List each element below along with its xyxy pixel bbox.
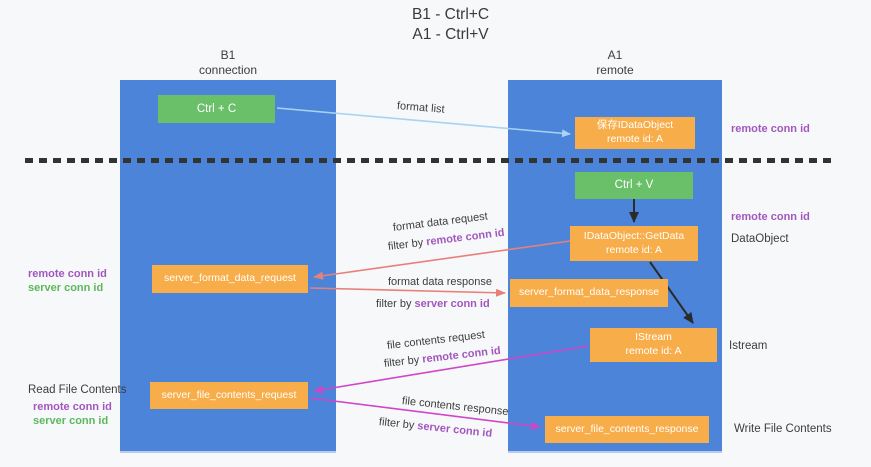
right-remote-conn-id-label-2: remote conn id bbox=[731, 211, 810, 223]
server-format-data-response-box: server_format_data_response bbox=[510, 279, 668, 307]
server-file-contents-request-box: server_file_contents_request bbox=[150, 382, 308, 409]
left-remote-conn-id-label-2: remote conn id bbox=[33, 401, 112, 413]
box-line: IDataObject::GetData bbox=[583, 229, 685, 242]
left-remote-conn-id-label: remote conn id bbox=[28, 268, 107, 280]
lane-b1-title: B1 bbox=[220, 48, 236, 62]
format-data-response-label: format data response bbox=[388, 276, 492, 288]
server-file-contents-response-box: server_file_contents_response bbox=[545, 416, 709, 443]
getdata-to-istream-arrow bbox=[649, 261, 694, 324]
read-file-contents-label: Read File Contents bbox=[28, 384, 127, 396]
box-line: 保存IDataObject bbox=[596, 119, 674, 132]
lane-a1-subtitle: remote bbox=[596, 63, 634, 77]
server-format-data-request-box: server_format_data_request bbox=[152, 265, 308, 293]
right-remote-conn-id-label: remote conn id bbox=[731, 123, 810, 135]
filter-key: server conn id bbox=[414, 298, 490, 310]
save-idataobject-box: 保存IDataObject remote id: A bbox=[575, 117, 695, 149]
lane-b1-subtitle: connection bbox=[198, 63, 258, 77]
lane-header-b1: B1 connection bbox=[120, 48, 336, 78]
write-file-contents-label: Write File Contents bbox=[734, 423, 832, 435]
left-server-conn-id-label: server conn id bbox=[28, 282, 104, 294]
box-line: remote id: A bbox=[625, 345, 682, 357]
diagram-title: B1 - Ctrl+C A1 - Ctrl+V bbox=[15, 5, 871, 45]
idataobject-getdata-box: IDataObject::GetData remote id: A bbox=[570, 226, 698, 261]
left-server-conn-id-label-2: server conn id bbox=[33, 415, 109, 427]
format-data-request-arrow bbox=[313, 240, 571, 280]
format-list-arrow bbox=[276, 107, 571, 138]
file-contents-request-arrow bbox=[313, 345, 589, 394]
title-line-1: B1 - Ctrl+C bbox=[411, 6, 490, 23]
box-line: IStream bbox=[635, 331, 672, 344]
lane-a1-title: A1 bbox=[607, 48, 623, 62]
box-line: remote id: A bbox=[606, 133, 664, 145]
dashed-divider bbox=[25, 158, 833, 163]
istream-label: Istream bbox=[729, 340, 768, 352]
file-contents-response-arrow bbox=[309, 397, 541, 430]
ctrl-c-box: Ctrl + C bbox=[158, 95, 275, 123]
filter-prefix: filter by bbox=[376, 298, 415, 310]
title-line-2: A1 - Ctrl+V bbox=[412, 26, 489, 44]
format-data-response-arrow bbox=[309, 287, 506, 297]
filter-by-server-conn-id-label: filter by server conn id bbox=[376, 298, 490, 310]
dataobject-label: DataObject bbox=[731, 233, 789, 245]
lane-header-a1: A1 remote bbox=[508, 48, 722, 78]
box-line: remote id: A bbox=[605, 243, 663, 256]
ctrl-v-box: Ctrl + V bbox=[575, 172, 693, 199]
istream-box: IStream remote id: A bbox=[590, 328, 717, 362]
